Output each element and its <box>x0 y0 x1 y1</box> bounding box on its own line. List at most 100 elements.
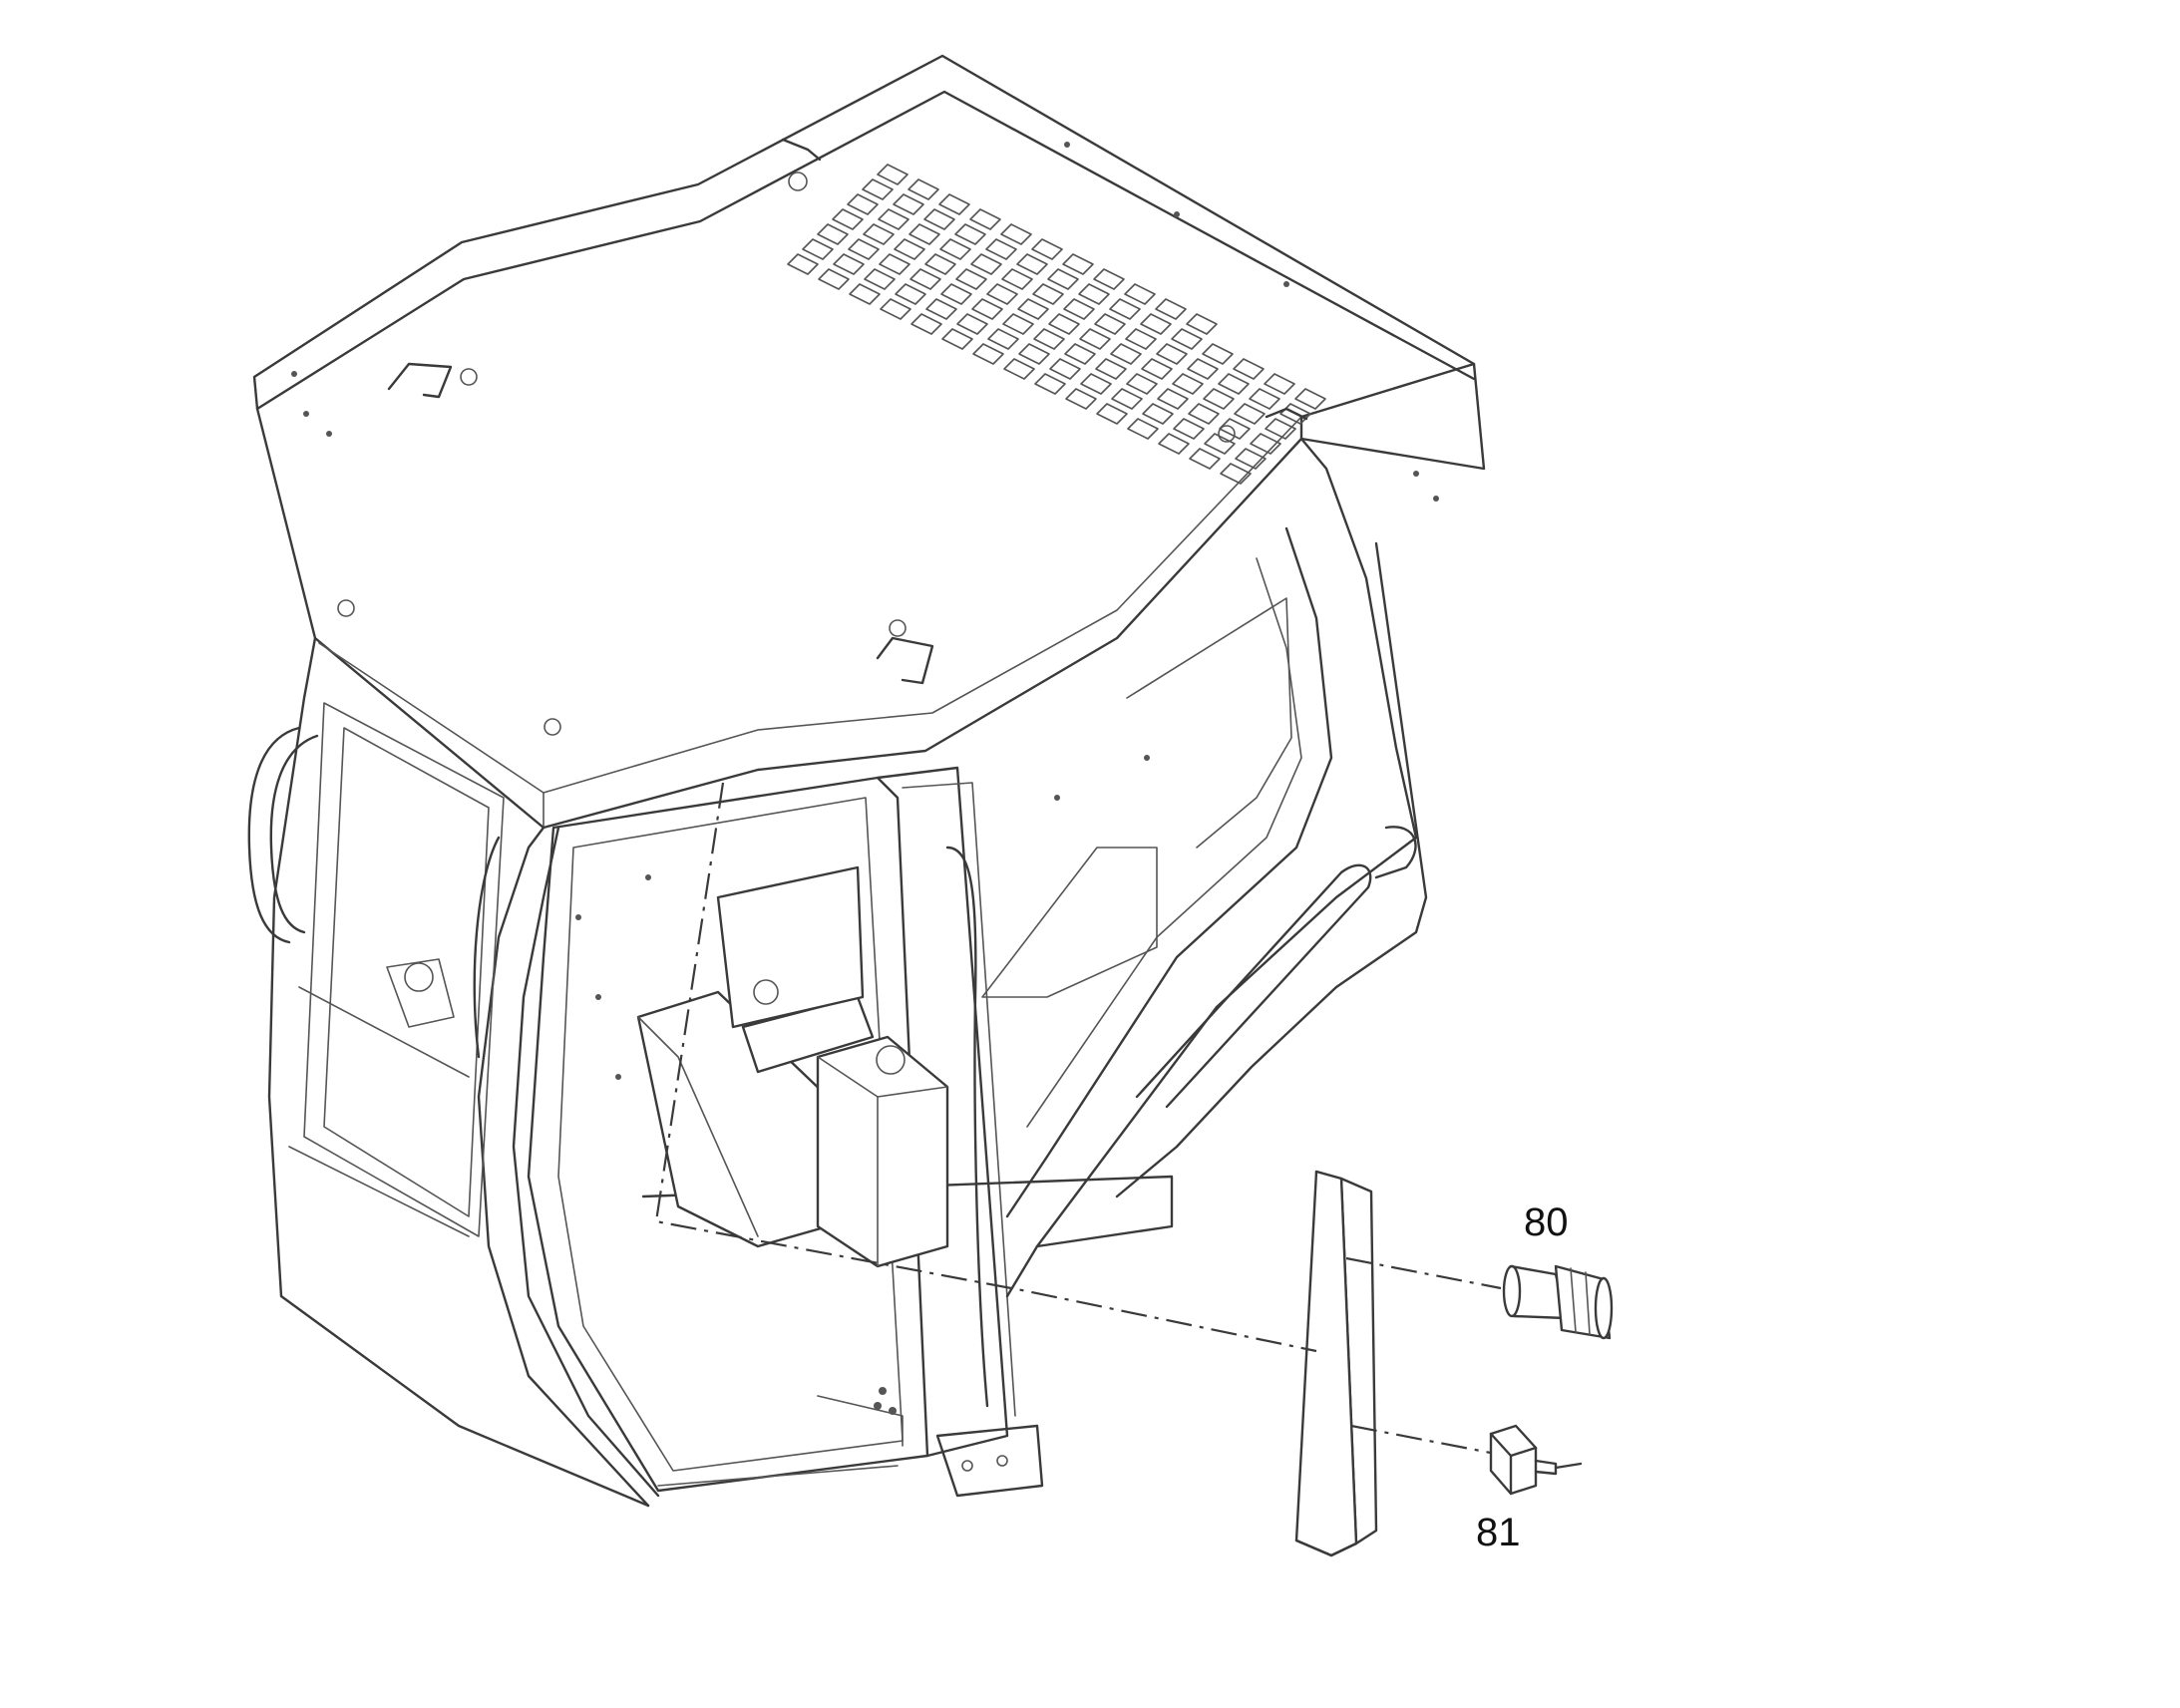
vent-slot <box>1002 313 1034 335</box>
vent-slot <box>1094 313 1126 335</box>
vent-slot <box>1172 373 1204 395</box>
vent-slot <box>1000 223 1032 245</box>
vent-slot <box>1220 463 1252 485</box>
vent-slot <box>818 268 850 290</box>
vent-slot <box>1065 388 1097 410</box>
vent-slot <box>1264 373 1295 395</box>
vent-slot <box>1249 388 1280 410</box>
vent-slot <box>987 328 1019 350</box>
vent-slot <box>1017 298 1049 320</box>
toggle-switch-part-81 <box>1489 1424 1583 1496</box>
vent-slot <box>969 208 1001 230</box>
vent-slot <box>1110 343 1142 365</box>
vent-slot <box>1250 433 1281 455</box>
vent-slot <box>848 238 880 260</box>
vent-slot <box>1001 268 1033 290</box>
vent-slot <box>1078 283 1110 305</box>
callout-80-label: 80 <box>1524 1200 1569 1244</box>
vent-slot <box>1127 418 1159 440</box>
vent-slot <box>1095 358 1127 380</box>
vent-slot <box>1080 373 1112 395</box>
vent-slot <box>1031 238 1063 260</box>
cab-roof <box>252 54 1486 830</box>
vent-slot <box>910 313 942 335</box>
vent-slot <box>1187 358 1219 380</box>
vent-slot <box>970 253 1002 275</box>
vent-slot <box>1033 328 1065 350</box>
vent-slot <box>893 193 924 215</box>
vent-slot <box>1124 283 1156 305</box>
grab-handles <box>247 726 1417 1408</box>
vent-slot <box>877 164 908 185</box>
vent-slot <box>1204 433 1236 455</box>
vent-slot <box>849 283 881 305</box>
vent-slot <box>908 178 939 200</box>
vent-slot <box>1003 358 1035 380</box>
fastener-holes <box>291 142 1439 1415</box>
vent-slot <box>1096 403 1128 425</box>
vent-slot <box>923 208 955 230</box>
vent-slot <box>1126 373 1158 395</box>
cab-body <box>267 437 1428 1508</box>
vent-slot <box>1141 358 1173 380</box>
vent-slot <box>864 268 896 290</box>
vent-slot <box>1235 448 1267 470</box>
vent-slot <box>862 178 894 200</box>
vent-slot <box>895 283 926 305</box>
vent-slot <box>1032 283 1064 305</box>
vent-slot <box>1188 403 1220 425</box>
vent-slot <box>1049 358 1081 380</box>
roof-vent-grid <box>787 164 1326 485</box>
vent-slot <box>1140 313 1172 335</box>
vent-slot <box>1186 313 1218 335</box>
vent-slot <box>1093 268 1125 290</box>
vent-slot <box>1109 298 1141 320</box>
vent-slot <box>1156 343 1188 365</box>
vent-slot <box>1218 373 1250 395</box>
vent-slot <box>1265 418 1296 440</box>
vent-slot <box>986 283 1018 305</box>
vent-slot <box>787 253 819 275</box>
vent-slot <box>1079 328 1111 350</box>
vent-slot <box>972 343 1004 365</box>
vent-slot <box>817 223 849 245</box>
vent-slot <box>833 253 865 275</box>
vent-slot <box>802 238 834 260</box>
vent-slot <box>832 208 864 230</box>
vent-slot <box>1189 448 1221 470</box>
vent-slot <box>971 298 1003 320</box>
vent-slot <box>985 238 1017 260</box>
vent-slot <box>924 253 956 275</box>
vent-slot <box>1048 313 1080 335</box>
vent-slot <box>941 328 973 350</box>
assembly-center-lines <box>654 782 1502 1456</box>
vent-slot <box>1233 358 1265 380</box>
switch-panel <box>1294 1170 1378 1557</box>
vent-slot <box>1125 328 1157 350</box>
vent-slot <box>940 283 972 305</box>
vent-slot <box>1142 403 1174 425</box>
vent-slot <box>1171 328 1203 350</box>
callout-81-label: 81 <box>1476 1511 1521 1554</box>
vent-slot <box>938 193 970 215</box>
vent-slot <box>878 208 909 230</box>
vent-slot <box>954 223 986 245</box>
vent-slot <box>1294 388 1326 410</box>
vent-slot <box>1158 433 1190 455</box>
vent-slot <box>1219 418 1251 440</box>
vent-slot <box>1018 343 1050 365</box>
vent-slot <box>956 313 988 335</box>
vent-slot <box>1173 418 1205 440</box>
vent-slot <box>1203 388 1235 410</box>
interior-console <box>386 847 1158 1268</box>
rotary-switch-part-80 <box>1502 1264 1614 1340</box>
vent-slot <box>955 268 987 290</box>
vent-slot <box>847 193 879 215</box>
vent-slot <box>1034 373 1066 395</box>
vent-slot <box>1111 388 1143 410</box>
vent-slot <box>1157 388 1189 410</box>
vent-slot <box>1202 343 1234 365</box>
vent-slot <box>1062 253 1094 275</box>
vent-slot <box>880 298 911 320</box>
vent-slot <box>879 253 910 275</box>
